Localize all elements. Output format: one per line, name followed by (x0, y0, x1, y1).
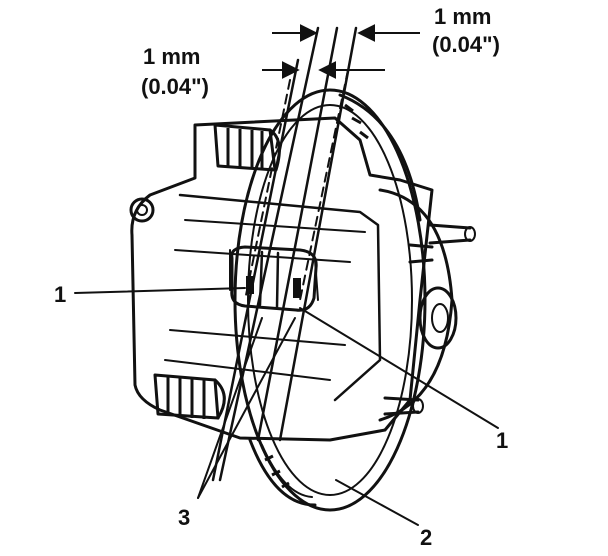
left-dim-inch: (0.04") (141, 74, 209, 99)
lower-guide-pin (153, 373, 226, 420)
dimension-arrows (262, 24, 420, 79)
callout-1-left: 1 (54, 282, 66, 307)
callout-2: 2 (420, 525, 432, 550)
upper-guide-pin (213, 123, 281, 172)
wheel-hub (378, 188, 476, 422)
callout-leaders (74, 287, 499, 526)
callout-3: 3 (178, 505, 190, 530)
brake-caliper-body (129, 116, 434, 442)
callout-1-right: 1 (496, 428, 508, 453)
measurement-lines (211, 26, 358, 482)
left-dim-value: 1 mm (143, 44, 200, 69)
right-dim-value: 1 mm (434, 4, 491, 29)
right-dim-inch: (0.04") (432, 32, 500, 57)
